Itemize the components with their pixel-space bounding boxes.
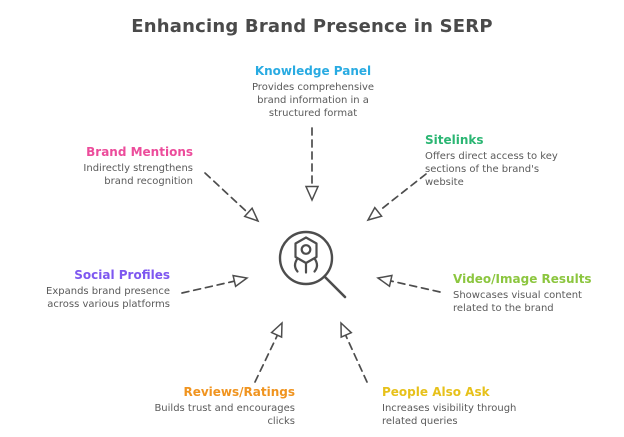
arrowhead-reviews-ratings <box>270 321 283 339</box>
arrow-shaft-people-also-ask <box>345 335 368 383</box>
diagram-title: Enhancing Brand Presence in SERP <box>131 16 493 37</box>
node-knowledge-panel-description: Provides comprehensive brand information… <box>251 82 375 119</box>
node-video-image-results: Video/Image Results Showcases visual con… <box>453 272 613 315</box>
arrowhead-knowledge-panel <box>304 185 320 202</box>
node-social-profiles-label: Social Profiles <box>74 268 170 282</box>
node-people-also-ask-description: Increases visibility through related que… <box>382 403 517 427</box>
node-brand-mentions-description: Indirectly strengthens brand recognition <box>83 163 193 187</box>
node-reviews-ratings: Reviews/Ratings Builds trust and encoura… <box>105 385 295 428</box>
arrowhead-people-also-ask <box>340 321 353 339</box>
arrow-shaft-brand-mentions <box>204 172 248 213</box>
node-people-also-ask: People Also Ask Increases visibility thr… <box>382 385 552 428</box>
node-sitelinks: Sitelinks Offers direct access to key se… <box>425 133 581 189</box>
node-knowledge-panel: Knowledge Panel Provides comprehensive b… <box>213 64 413 120</box>
node-video-image-results-label: Video/Image Results <box>453 272 592 286</box>
arrow-shaft-video-image-results <box>390 280 441 293</box>
magnifier-handle <box>323 275 347 299</box>
hex-nut-hole <box>300 244 312 255</box>
arrow-shaft-sitelinks <box>378 173 427 212</box>
magnifier-claw-hex-icon <box>278 230 347 299</box>
arrowhead-brand-mentions <box>243 206 260 223</box>
claw-left <box>293 257 299 273</box>
arrow-shaft-reviews-ratings <box>254 335 278 383</box>
node-video-image-results-description: Showcases visual content related to the … <box>453 290 582 314</box>
claw-right <box>313 257 319 273</box>
node-people-also-ask-label: People Also Ask <box>382 385 490 399</box>
arrowhead-sitelinks <box>366 206 383 222</box>
arrow-shaft-social-profiles <box>181 280 236 294</box>
node-sitelinks-description: Offers direct access to key sections of … <box>425 151 558 188</box>
node-social-profiles: Social Profiles Expands brand presence a… <box>0 268 170 311</box>
node-brand-mentions: Brand Mentions Indirectly strengthens br… <box>23 145 193 188</box>
node-social-profiles-description: Expands brand presence across various pl… <box>46 286 170 310</box>
node-sitelinks-label: Sitelinks <box>425 133 484 147</box>
node-reviews-ratings-label: Reviews/Ratings <box>183 385 295 399</box>
node-reviews-ratings-description: Builds trust and encourages clicks <box>154 403 295 427</box>
node-knowledge-panel-label: Knowledge Panel <box>254 64 372 78</box>
arrowhead-social-profiles <box>232 274 249 288</box>
arrowhead-video-image-results <box>376 274 393 288</box>
node-brand-mentions-label: Brand Mentions <box>86 145 193 159</box>
